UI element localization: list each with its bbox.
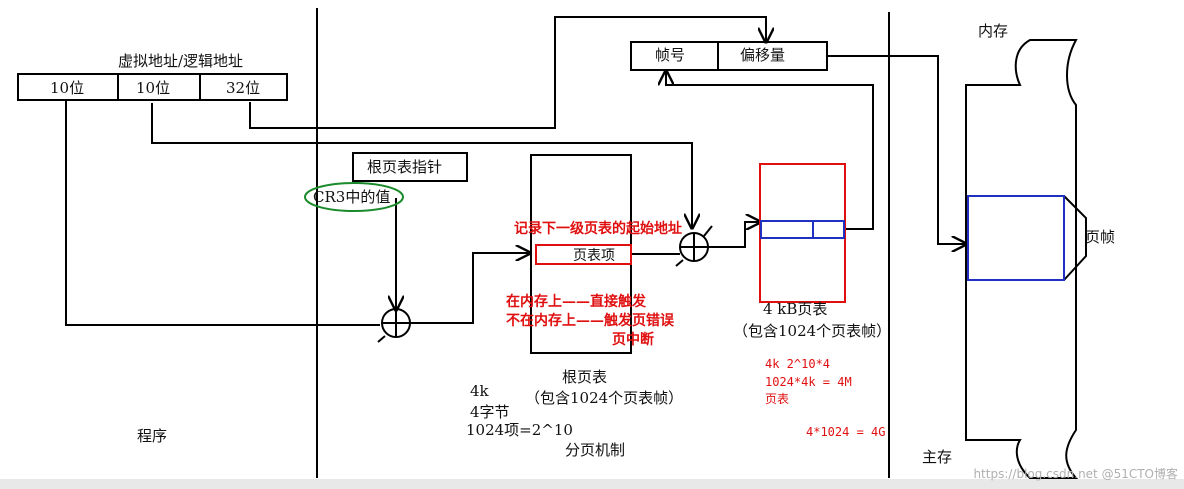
va-register [17, 73, 288, 101]
section-program: 程序 [137, 427, 168, 445]
line-dir-index [65, 100, 380, 326]
calc-2: 1024*4k = 4M [765, 375, 852, 389]
cr3-ellipse [304, 182, 404, 212]
root-table-caption: 根页表 [562, 368, 608, 386]
size-note-2: 4字节 [470, 403, 510, 421]
root-pointer-box [352, 152, 468, 182]
size-note-1: 4k [470, 382, 489, 400]
root-pointer-label: 根页表指针 [367, 158, 443, 176]
va-field-dir: 10位 [50, 79, 85, 97]
calc-1: 4k 2^10*4 [765, 357, 831, 371]
note-line-1: 在内存上——直接触发 [506, 294, 646, 310]
line-to-root-table [410, 253, 530, 324]
watermark: https://blog.csdn.net @51CTO博客 [973, 467, 1178, 481]
calc-4: 4*1024 = 4G [806, 425, 886, 439]
bottom-scrollbar[interactable] [0, 479, 1184, 489]
section-main-memory: 主存 [922, 448, 953, 466]
page-table-entry [760, 220, 845, 239]
line-pte-to-frame [666, 71, 874, 230]
frame-pointer [1063, 195, 1087, 281]
frame-register [630, 41, 828, 71]
va-field-offset: 32位 [226, 79, 261, 97]
page-table-caption-2: （包含1024个页表帧） [733, 322, 892, 340]
root-entry-label: 页表项 [573, 248, 615, 264]
frame-no-label: 帧号 [655, 46, 686, 64]
offset-label: 偏移量 [740, 46, 786, 64]
size-note-3: 1024项=2^10 [466, 421, 573, 439]
va-title: 虚拟地址/逻辑地址 [118, 52, 244, 70]
page-table-box [759, 163, 846, 303]
root-table-caption-2: （包含1024个页表帧） [525, 389, 684, 407]
page-frame-label: 页帧 [1085, 228, 1116, 246]
memory-outline [965, 39, 1079, 479]
section-paging: 分页机制 [565, 441, 626, 459]
memory-title: 内存 [978, 22, 1009, 40]
note-line-2: 不在内存上——触发页错误 [506, 313, 674, 329]
cr3-label: CR3中的值 [313, 188, 391, 206]
va-field-table: 10位 [136, 79, 171, 97]
line-to-memory [827, 55, 966, 244]
page-table-caption: 4 kB页表 [763, 300, 828, 318]
memory-frame [967, 195, 1065, 281]
line-offset [249, 16, 766, 129]
line-table-index [151, 103, 692, 228]
line-to-page-table [707, 222, 760, 248]
entry-note: 记录下一级页表的起始地址 [514, 221, 682, 237]
note-line-3: 页中断 [612, 332, 654, 348]
calc-3: 页表 [765, 392, 790, 406]
root-entry-box [535, 244, 632, 265]
